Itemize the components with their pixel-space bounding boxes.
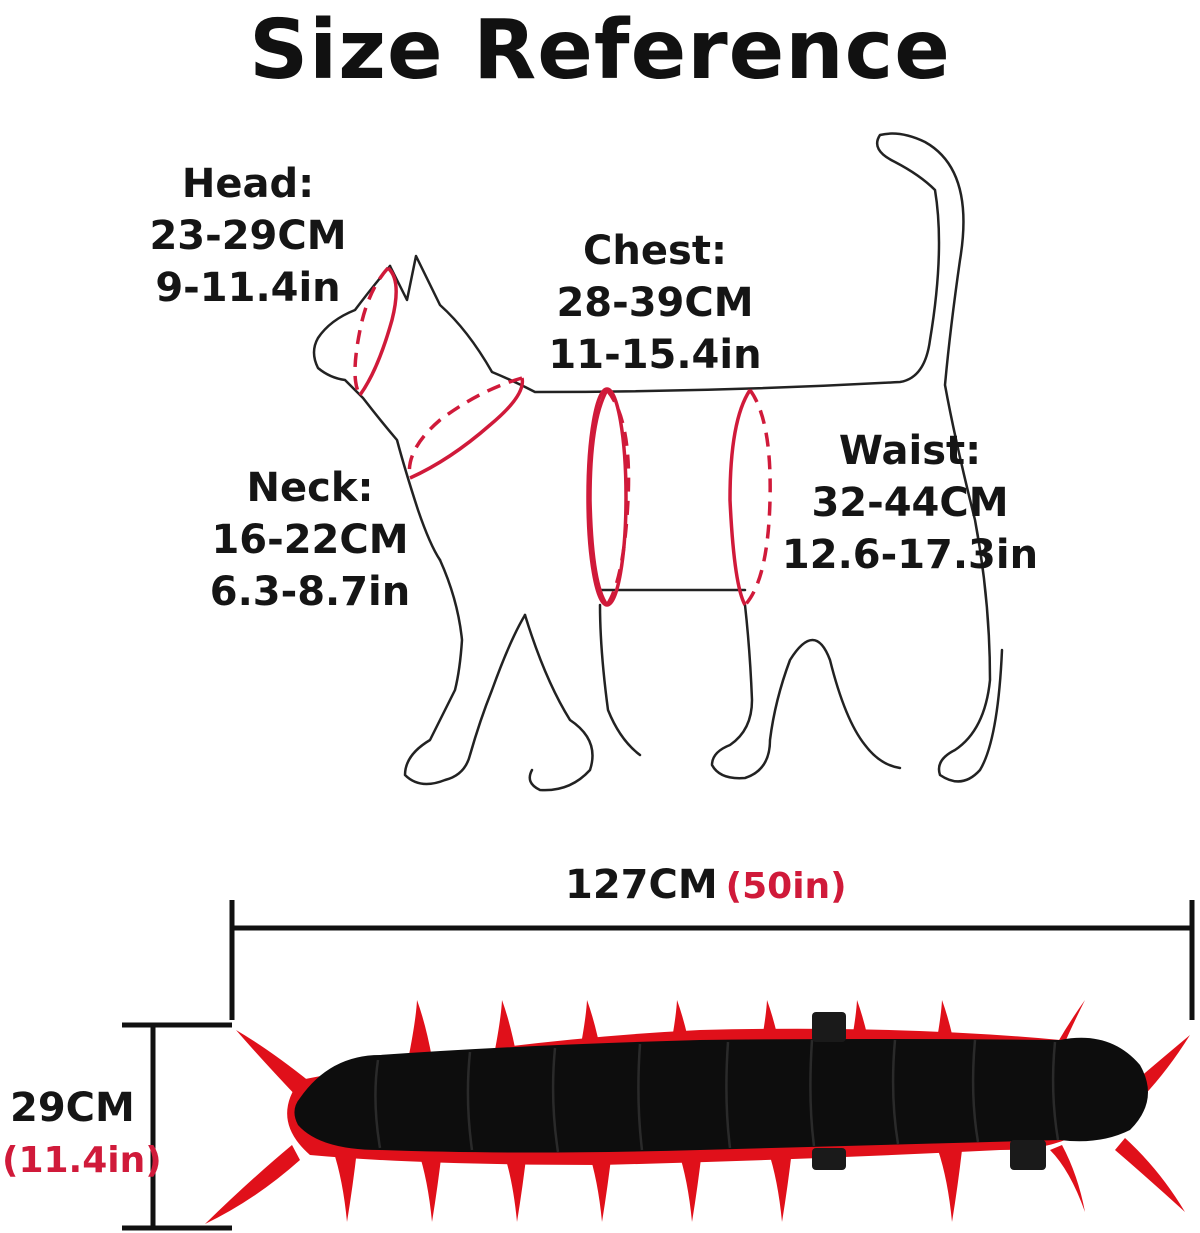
bottom-spike <box>768 1150 792 1222</box>
top-spike <box>408 1000 432 1060</box>
chest-label: Chest: <box>583 228 727 274</box>
waist-label: Waist: <box>838 428 982 474</box>
bottom-spike <box>333 1150 357 1222</box>
costume-black-body <box>294 1037 1148 1153</box>
bottom-spike <box>418 1150 442 1222</box>
length-dimension-label: 127CM(50in) <box>565 862 847 908</box>
height-cm: 29CM <box>10 1085 135 1131</box>
costume-bottom-spikes <box>333 1150 962 1222</box>
bottom-spike <box>503 1150 527 1222</box>
bottom-spike <box>678 1150 702 1222</box>
costume-segment-lines <box>374 1039 1060 1153</box>
head-cm: 23-29CM <box>149 213 347 259</box>
page-title: Size Reference <box>249 3 951 98</box>
height-inch: (11.4in) <box>2 1140 162 1181</box>
chest-inch: 11-15.4in <box>548 332 762 378</box>
head-label: Head: <box>181 161 315 207</box>
costume-straps <box>812 1012 1046 1170</box>
length-cm: 127CM <box>565 862 718 908</box>
neck-label: Neck: <box>246 465 374 511</box>
neck-cm: 16-22CM <box>211 517 409 563</box>
cat-outline <box>312 132 1004 792</box>
waist-inch: 12.6-17.3in <box>781 532 1039 578</box>
bottom-spike <box>938 1150 962 1222</box>
waist-ring <box>728 388 772 607</box>
head-inch: 9-11.4in <box>155 265 341 311</box>
bottom-spike <box>588 1150 612 1222</box>
neck-ring <box>407 376 525 480</box>
dimension-lines <box>122 900 1195 1231</box>
chest-cm: 28-39CM <box>556 280 754 326</box>
head-ring <box>353 266 398 397</box>
waist-cm: 32-44CM <box>811 480 1009 526</box>
length-inch: (50in) <box>725 866 847 907</box>
top-spike <box>493 1000 517 1060</box>
measure-rings <box>353 266 772 607</box>
neck-measurement: Neck: 16-22CM 6.3-8.7in <box>180 462 440 618</box>
waist-measurement: Waist: 32-44CM 12.6-17.3in <box>760 425 1060 581</box>
chest-ring <box>586 387 631 607</box>
neck-inch: 6.3-8.7in <box>209 569 411 615</box>
chest-measurement: Chest: 28-39CM 11-15.4in <box>520 225 790 381</box>
head-measurement: Head: 23-29CM 9-11.4in <box>138 158 358 314</box>
